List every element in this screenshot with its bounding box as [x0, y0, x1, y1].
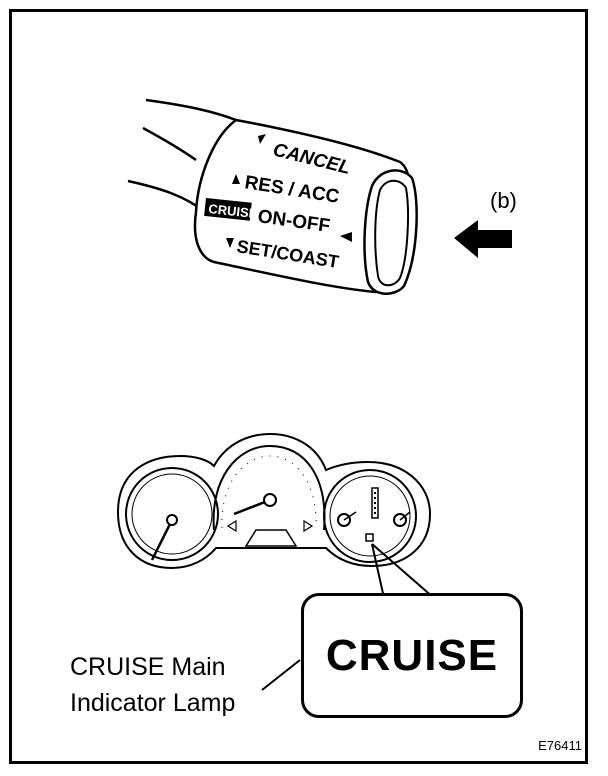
right-gauge-cluster [323, 469, 417, 563]
odometer-display [244, 529, 298, 547]
res-arrow-icon [232, 174, 240, 184]
figure-code: E76411 [538, 738, 582, 753]
cruise-indicator-lamp [365, 533, 374, 542]
set-arrow-icon [226, 238, 234, 248]
speedometer-gauge [212, 444, 326, 531]
cruise-lamp-text: CRUISE [325, 630, 499, 680]
figure-frame [9, 9, 588, 764]
cruise-control-lever [127, 98, 418, 295]
cancel-arrow-icon [258, 134, 266, 144]
cruise-badge-label: CRUISE [208, 201, 259, 221]
lamp-label-line1: CRUISE Main [70, 653, 226, 681]
push-arrow-icon [454, 220, 512, 258]
lamp-label-line2: Indicator Lamp [70, 689, 236, 717]
callout-pointer [261, 543, 435, 691]
cruise-badge [204, 198, 252, 221]
instrument-cluster [116, 432, 432, 570]
cruise-lamp-callout: CRUISE [301, 593, 523, 718]
left-gauge [125, 467, 219, 561]
on-off-arrow-icon [340, 232, 352, 242]
callout-b-label: (b) [490, 188, 517, 213]
